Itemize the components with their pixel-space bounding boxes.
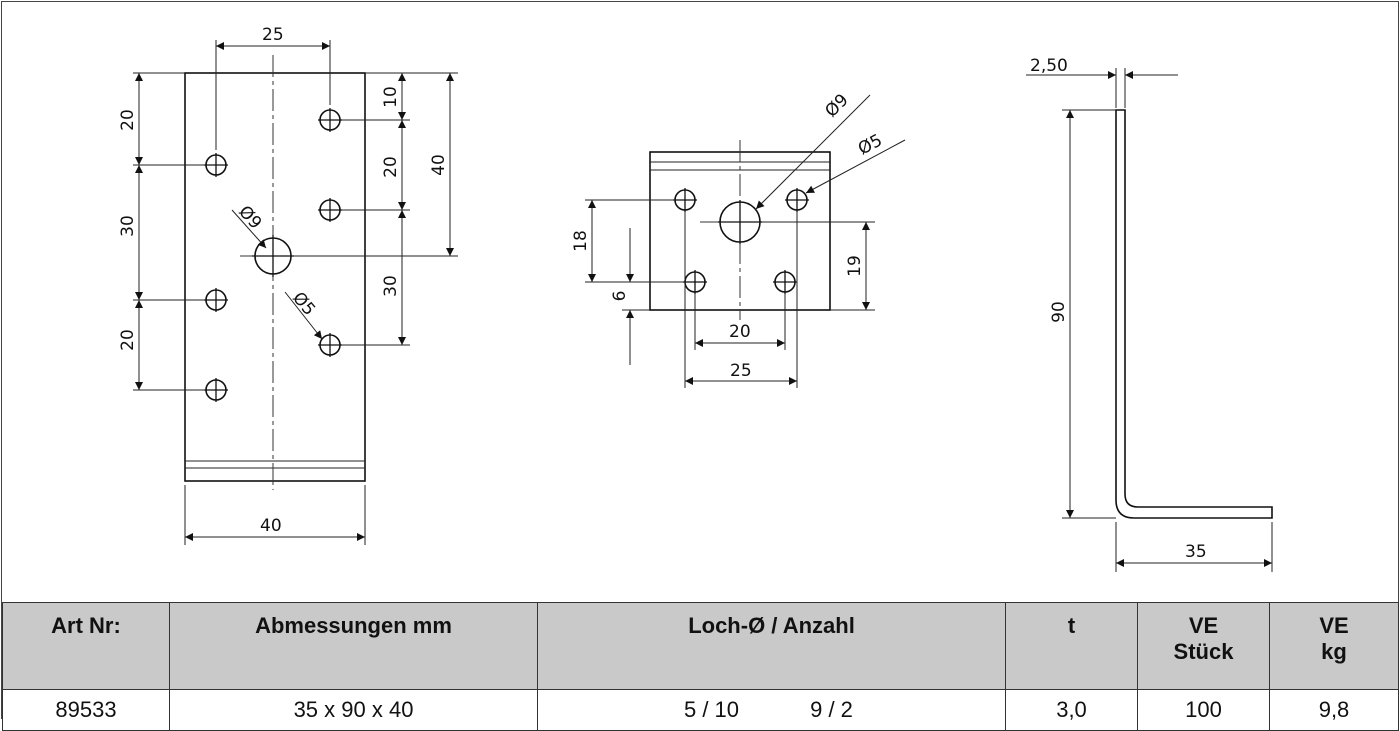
top-large-hole-icon xyxy=(718,200,762,244)
front-dia9-label: Ø9 xyxy=(234,202,265,233)
side-leg-label: 35 xyxy=(1185,542,1207,562)
side-height-label: 90 xyxy=(1049,301,1069,323)
cell-art-nr: 89533 xyxy=(2,689,170,731)
hole-icon xyxy=(318,333,342,357)
top-dia5-label: Ø5 xyxy=(855,130,886,159)
side-thickness-label: 2,50 xyxy=(1030,56,1068,76)
front-dia5-label: Ø5 xyxy=(288,288,319,319)
front-bottom-40-label: 40 xyxy=(260,516,282,536)
front-left-20b-label: 20 xyxy=(118,329,138,351)
top-25-label: 25 xyxy=(730,361,752,381)
cell-holes-small: 5 / 10 xyxy=(683,697,740,722)
angle-profile xyxy=(1115,109,1273,519)
front-small-holes xyxy=(204,108,342,402)
header-dimensions: Abmessungen mm xyxy=(169,602,538,690)
front-left-30-label: 30 xyxy=(118,215,138,237)
front-view: Ø9 Ø5 25 40 20 30 20 10 20 30 xyxy=(118,25,458,545)
hole-icon xyxy=(318,198,342,222)
front-right-20-label: 20 xyxy=(381,156,401,178)
table-row: 89533 35 x 90 x 40 5 / 10 9 / 2 3,0 100 9… xyxy=(2,689,1399,731)
cell-thickness: 3,0 xyxy=(1005,689,1138,731)
header-thickness: t xyxy=(1005,602,1138,690)
hole-icon xyxy=(785,188,809,212)
hole-icon xyxy=(318,108,342,132)
cell-ve-kg: 9,8 xyxy=(1269,689,1399,731)
hole-icon xyxy=(683,270,707,294)
front-large-hole-icon xyxy=(252,235,294,277)
cell-holes: 5 / 10 9 / 2 xyxy=(537,689,1006,731)
cell-dimensions: 35 x 90 x 40 xyxy=(169,689,538,731)
front-plate-outline xyxy=(184,72,366,482)
hole-icon xyxy=(204,288,228,312)
cell-ve-stueck: 100 xyxy=(1137,689,1270,731)
spec-table: Art Nr: Abmessungen mm Loch-Ø / Anzahl t… xyxy=(2,602,1399,731)
front-right-40-label: 40 xyxy=(429,154,449,176)
technical-drawing: Ø9 Ø5 25 40 20 30 20 10 20 30 xyxy=(118,25,1273,572)
top-20-label: 20 xyxy=(729,322,751,342)
header-art-nr: Art Nr: xyxy=(2,602,170,690)
top-18-label: 18 xyxy=(571,230,591,252)
front-top-25-label: 25 xyxy=(262,25,284,45)
cell-holes-large: 9 / 2 xyxy=(810,697,853,722)
side-view: 2,50 90 35 xyxy=(1026,56,1273,572)
front-left-20-label: 20 xyxy=(118,109,138,131)
top-6-label: 6 xyxy=(610,291,630,302)
spec-header-row: Art Nr: Abmessungen mm Loch-Ø / Anzahl t… xyxy=(2,602,1399,690)
top-19-label: 19 xyxy=(845,255,865,277)
hole-icon xyxy=(204,378,228,402)
hole-icon xyxy=(673,188,697,212)
top-view: Ø9 Ø5 18 6 19 20 25 xyxy=(571,90,906,388)
header-holes: Loch-Ø / Anzahl xyxy=(537,602,1006,690)
hole-icon xyxy=(773,270,797,294)
front-right-10-label: 10 xyxy=(381,86,401,108)
hole-icon xyxy=(204,153,228,177)
front-right-30-label: 30 xyxy=(381,275,401,297)
